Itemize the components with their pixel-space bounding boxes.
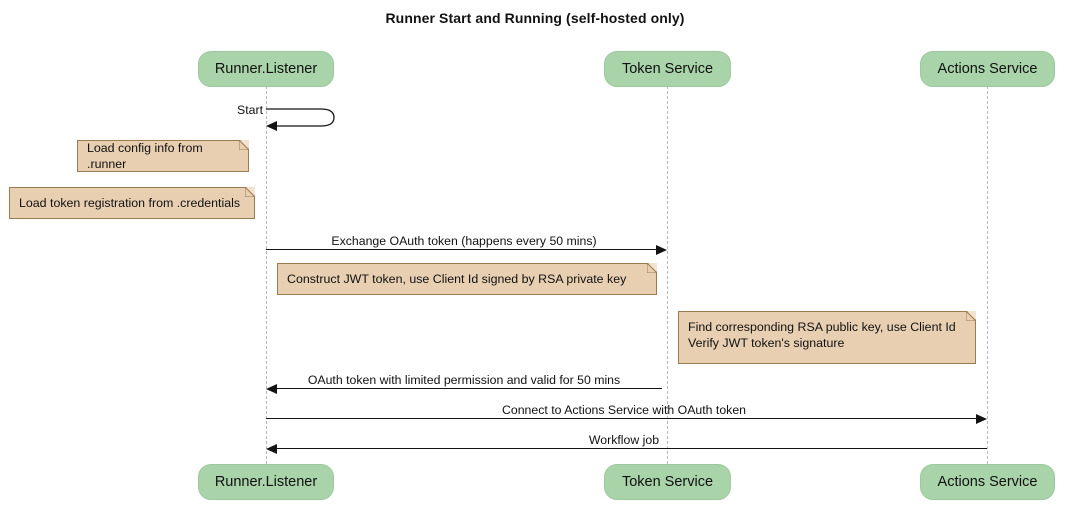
participant-runner-top[interactable]: Runner.Listener xyxy=(198,51,334,87)
diagram-title: Runner Start and Running (self-hosted on… xyxy=(385,10,685,26)
note-fold-corner-icon xyxy=(967,311,976,320)
participant-label: Actions Service xyxy=(937,474,1038,490)
participant-label: Token Service xyxy=(621,61,714,77)
note-fold-edge-icon xyxy=(239,140,249,150)
participant-label: Runner.Listener xyxy=(214,61,318,77)
note-fold-corner-icon xyxy=(246,187,255,196)
self-message-start-label: Start xyxy=(237,103,263,117)
note-fold-edge-icon xyxy=(966,311,976,321)
message-exchange-oauth-arrowhead xyxy=(656,244,667,255)
participant-token-bottom[interactable]: Token Service xyxy=(604,464,731,500)
message-exchange-oauth-line xyxy=(266,249,662,250)
note-text: Load config info from .runner xyxy=(87,141,203,171)
message-connect-actions-arrowhead xyxy=(976,413,987,424)
participant-label: Actions Service xyxy=(937,61,1038,77)
message-oauth-return-label: OAuth token with limited permission and … xyxy=(307,373,621,387)
participant-runner-bottom[interactable]: Runner.Listener xyxy=(198,464,334,500)
message-workflow-job-label: Workflow job xyxy=(588,433,660,447)
note-construct-jwt: Construct JWT token, use Client Id signe… xyxy=(277,263,657,295)
note-text: Find corresponding RSA public key, use C… xyxy=(688,320,956,350)
message-oauth-return-line xyxy=(277,388,662,389)
message-connect-actions-label: Connect to Actions Service with OAuth to… xyxy=(501,403,747,417)
lifeline-token xyxy=(667,86,668,464)
message-workflow-job-line xyxy=(277,448,987,449)
participant-token-top[interactable]: Token Service xyxy=(604,51,731,87)
note-load-token-registration: Load token registration from .credential… xyxy=(9,187,255,219)
message-oauth-return-arrowhead xyxy=(266,383,277,394)
self-message-start-arrowhead xyxy=(266,121,277,131)
self-message-start-loop xyxy=(263,104,343,132)
message-connect-actions-line xyxy=(266,418,982,419)
note-fold-corner-icon xyxy=(240,140,249,149)
message-workflow-job-arrowhead xyxy=(266,443,277,454)
note-fold-corner-icon xyxy=(648,263,657,272)
lifeline-actions xyxy=(987,86,988,464)
lifeline-runner xyxy=(266,86,267,464)
message-exchange-oauth-label: Exchange OAuth token (happens every 50 m… xyxy=(331,234,597,248)
note-fold-edge-icon xyxy=(647,263,657,273)
note-verify-jwt-signature: Find corresponding RSA public key, use C… xyxy=(678,311,976,364)
participant-actions-top[interactable]: Actions Service xyxy=(920,51,1055,87)
participant-actions-bottom[interactable]: Actions Service xyxy=(920,464,1055,500)
note-load-config: Load config info from .runner xyxy=(77,140,249,172)
note-text: Construct JWT token, use Client Id signe… xyxy=(287,272,627,286)
participant-label: Runner.Listener xyxy=(214,474,318,490)
note-fold-edge-icon xyxy=(245,187,255,197)
participant-label: Token Service xyxy=(621,474,714,490)
note-text: Load token registration from .credential… xyxy=(19,196,241,210)
